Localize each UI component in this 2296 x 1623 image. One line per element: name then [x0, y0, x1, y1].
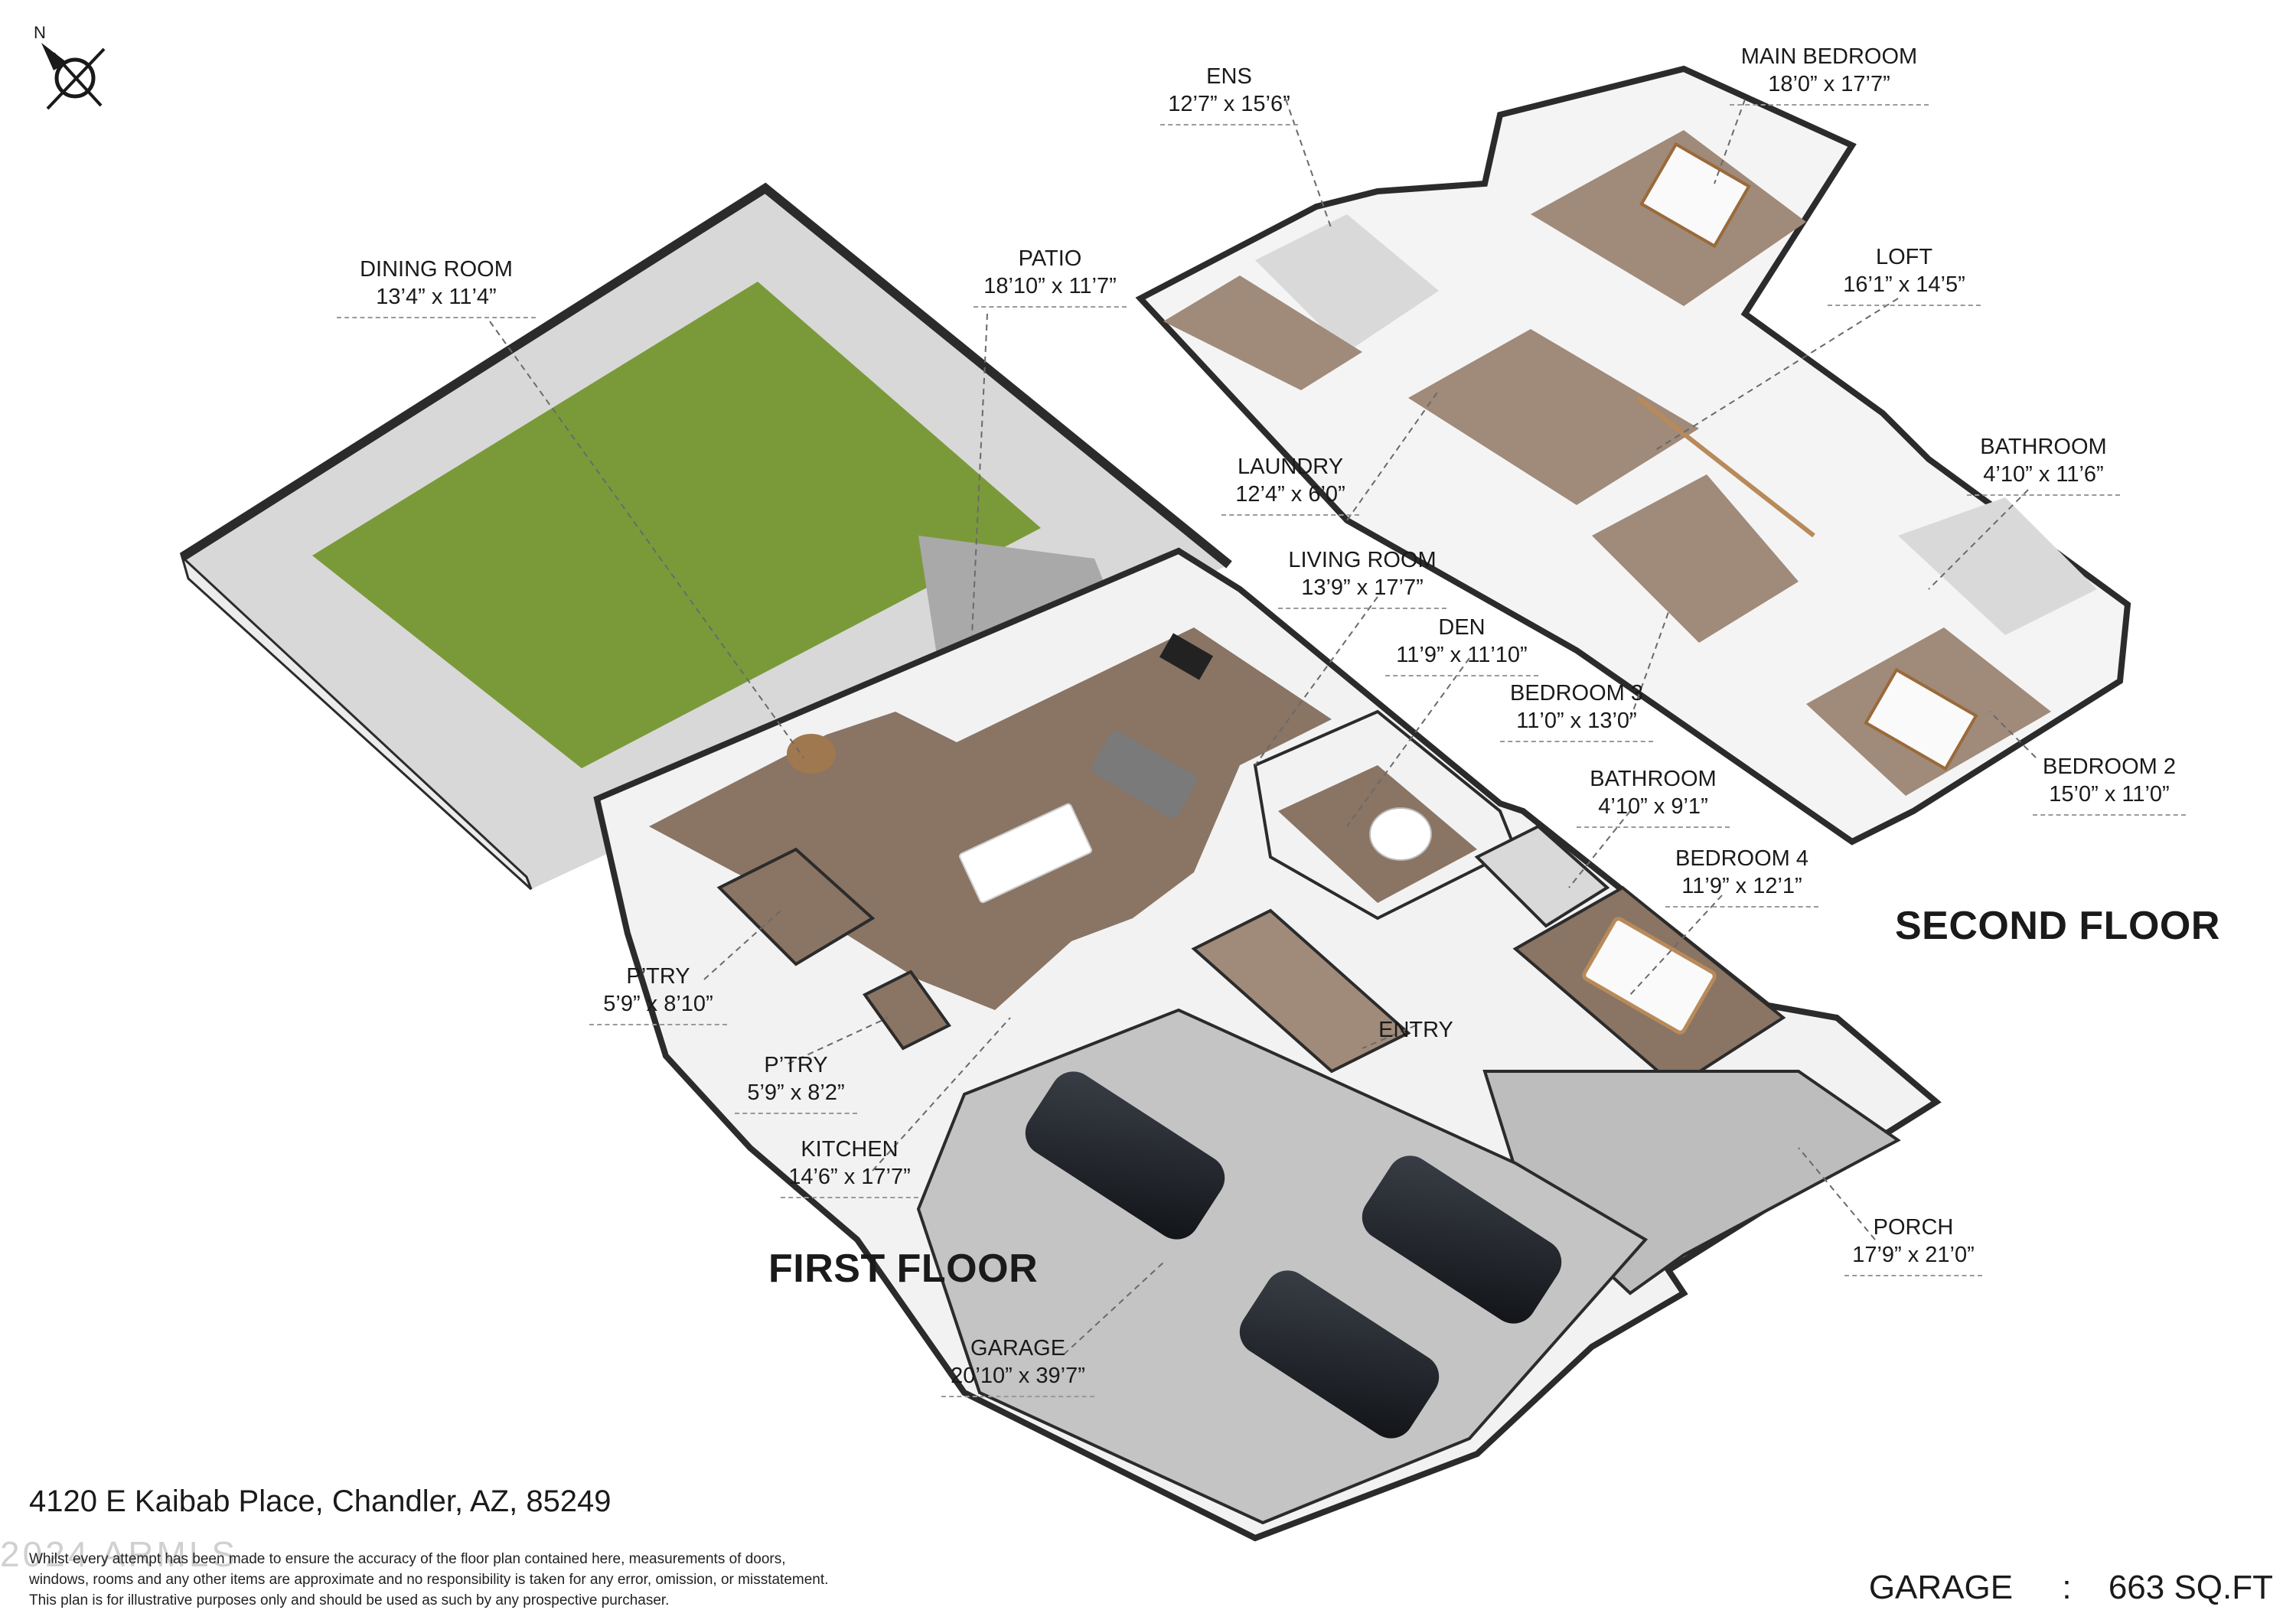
room-dimensions: 13’4” x 11’4” — [376, 285, 497, 309]
compass-label: N — [34, 23, 46, 42]
garage-cars — [1025, 1071, 1562, 1439]
room-name: P’TRY — [764, 1053, 828, 1077]
room-label-bathroom-first-floor: BATHROOM 4’10” x 9’1” — [1577, 765, 1730, 828]
room-name: BEDROOM 2 — [2042, 754, 2177, 779]
room-name: GARAGE — [970, 1336, 1066, 1361]
leader-lines — [489, 99, 2037, 1355]
room-label-living-room: LIVING ROOM 13’9” x 17’7” — [1278, 546, 1446, 609]
room-dimensions: 16’1” x 14’5” — [1843, 272, 1965, 297]
room-dimensions: 20’10” x 39’7” — [951, 1364, 1085, 1388]
room-label-dining-room: DINING ROOM 13’4” x 11’4” — [337, 256, 536, 318]
room-dimensions: 5’9” x 8’10” — [603, 992, 713, 1016]
room-label-bedroom-2: BEDROOM 2 15’0” x 11’0” — [2033, 753, 2186, 816]
area-label: GARAGE — [1868, 1569, 2014, 1606]
room-label-pantry-1: P’TRY 5’9” x 8’10” — [589, 963, 727, 1025]
room-name: MAIN BEDROOM — [1740, 44, 1918, 69]
north-arrow-icon — [41, 43, 106, 110]
room-label-bathroom-second-floor: BATHROOM 4’10” x 11’6” — [1967, 433, 2120, 496]
room-name: P’TRY — [626, 964, 690, 989]
room-name: DINING ROOM — [360, 257, 513, 282]
property-address: 4120 E Kaibab Place, Chandler, AZ, 85249 — [29, 1484, 612, 1518]
room-label-porch: PORCH 17’9” x 21’0” — [1844, 1214, 1982, 1276]
floor-title-first: FIRST FLOOR — [768, 1247, 1039, 1291]
room-dimensions: 15’0” x 11’0” — [2049, 782, 2170, 807]
area-value: 663 SQ.FT — [2108, 1569, 2273, 1606]
room-name: PATIO — [1018, 246, 1082, 271]
room-label-ens: ENS 12’7” x 15’6” — [1160, 63, 1298, 125]
room-dimensions: 12’7” x 15’6” — [1168, 92, 1290, 116]
second-floor — [1135, 65, 2131, 846]
room-name: BEDROOM 3 — [1509, 681, 1644, 706]
area-summary: GARAGE : 663 SQ.FT — [1869, 1569, 2273, 1607]
room-label-entry: ENTRY — [1378, 1016, 1454, 1044]
room-name: BATHROOM — [1590, 767, 1717, 791]
disclaimer-line: Whilst every attempt has been made to en… — [29, 1551, 786, 1567]
room-dimensions: 18’0” x 17’7” — [1768, 72, 1890, 96]
disclaimer-line: This plan is for illustrative purposes o… — [29, 1592, 670, 1608]
room-name: ENS — [1206, 64, 1252, 89]
room-name: LOFT — [1875, 245, 1933, 269]
room-dimensions: 12’4” x 6’0” — [1235, 482, 1345, 507]
first-floor — [593, 547, 1942, 1542]
room-label-kitchen: KITCHEN 14’6” x 17’7” — [781, 1136, 918, 1198]
room-label-patio: PATIO 18’10” x 11’7” — [974, 245, 1127, 308]
room-name: LIVING ROOM — [1288, 548, 1437, 572]
room-name: ENTRY — [1378, 1018, 1453, 1042]
room-dimensions: 5’9” x 8’2” — [747, 1080, 845, 1105]
mls-watermark: 2024 ARMLS — [0, 1534, 239, 1574]
room-label-main-bedroom: MAIN BEDROOM 18’0” x 17’7” — [1730, 43, 1929, 106]
room-dimensions: 14’6” x 17’7” — [788, 1165, 911, 1189]
room-label-laundry: LAUNDRY 12’4” x 6’0” — [1221, 453, 1359, 516]
room-label-bedroom-4: BEDROOM 4 11’9” x 12’1” — [1665, 845, 1818, 908]
disclaimer: Whilst every attempt has been made to en… — [29, 1549, 986, 1611]
room-name: DEN — [1438, 615, 1486, 640]
room-name: LAUNDRY — [1237, 455, 1344, 479]
room-label-den: DEN 11’9” x 11’10” — [1385, 614, 1538, 676]
room-label-bedroom-3: BEDROOM 3 11’0” x 13’0” — [1500, 680, 1653, 742]
room-label-garage: GARAGE 20’10” x 39’7” — [941, 1335, 1094, 1397]
room-name: BEDROOM 4 — [1675, 846, 1809, 871]
room-dimensions: 11’0” x 13’0” — [1516, 709, 1637, 733]
room-name: BATHROOM — [1980, 435, 2107, 459]
room-label-pantry-2: P’TRY 5’9” x 8’2” — [735, 1051, 857, 1114]
room-dimensions: 4’10” x 9’1” — [1598, 794, 1708, 819]
floor-title-second: SECOND FLOOR — [1895, 904, 2220, 948]
room-label-loft: LOFT 16’1” x 14’5” — [1828, 243, 1981, 306]
room-dimensions: 4’10” x 11’6” — [1983, 462, 2104, 487]
room-dimensions: 18’10” x 11’7” — [983, 274, 1117, 298]
room-dimensions: 17’9” x 21’0” — [1852, 1243, 1975, 1267]
room-name: PORCH — [1873, 1215, 1954, 1240]
room-dimensions: 11’9” x 12’1” — [1681, 874, 1802, 898]
area-separator: : — [2062, 1569, 2072, 1606]
disclaimer-line: windows, rooms and any other items are a… — [29, 1572, 829, 1588]
room-name: KITCHEN — [801, 1137, 899, 1162]
room-dimensions: 11’9” x 11’10” — [1396, 643, 1528, 667]
room-dimensions: 13’9” x 17’7” — [1301, 575, 1424, 600]
